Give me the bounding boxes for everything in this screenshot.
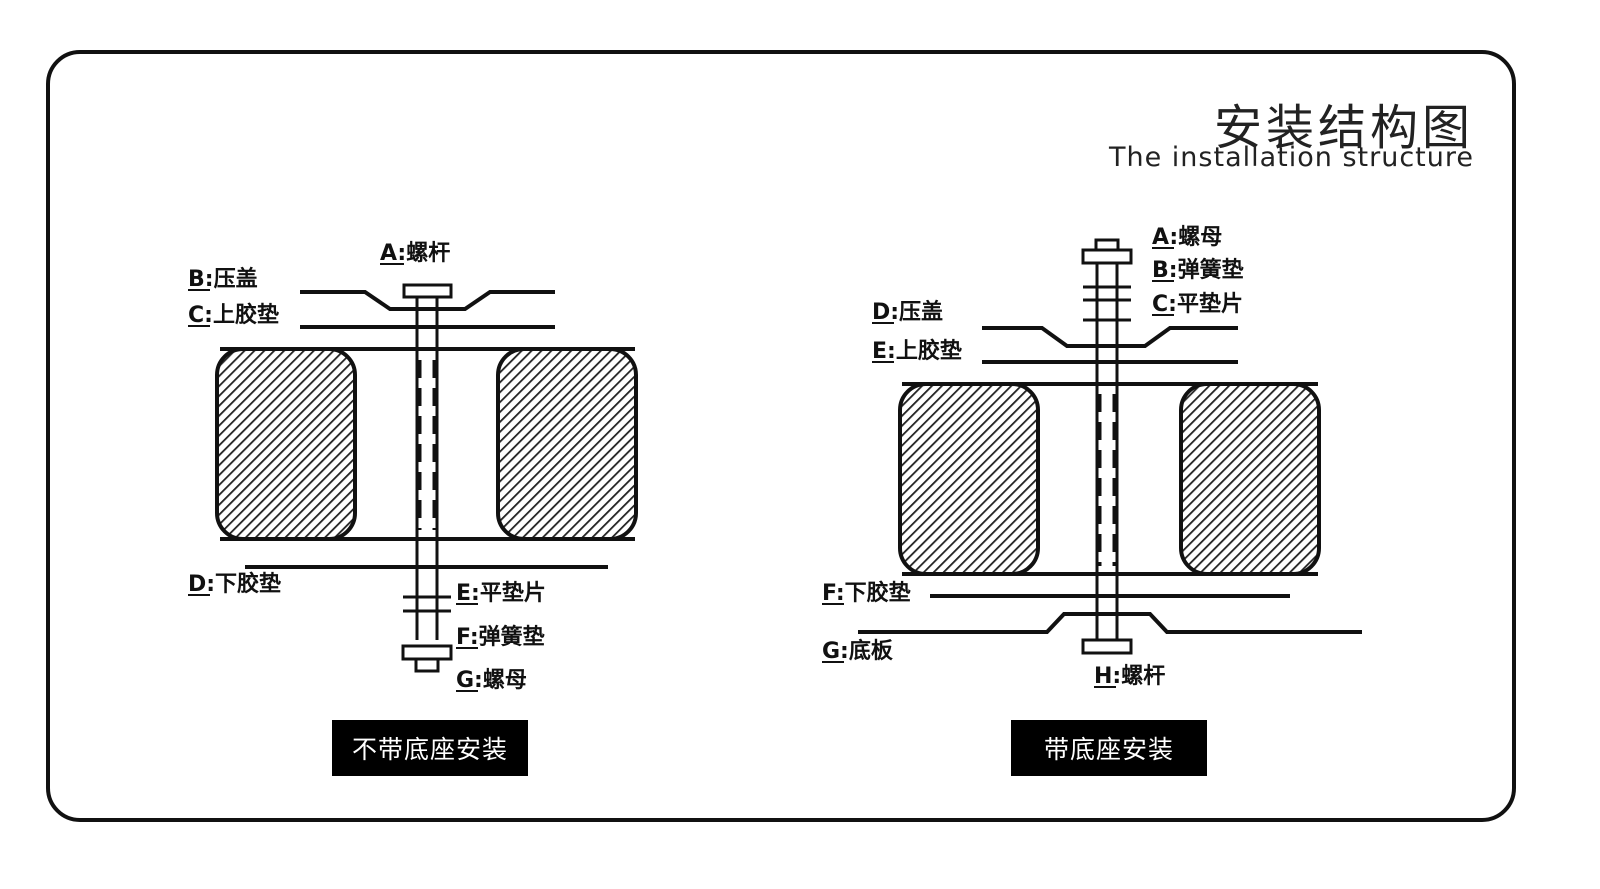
right-base-plate (858, 612, 1362, 634)
title-english: The installation structure (1109, 142, 1474, 173)
caption-with-base: 带底座安装 (1011, 720, 1207, 776)
left-label-e: E:平垫片 (456, 580, 546, 606)
title-chinese: 安装结构图 (1213, 100, 1474, 156)
right-pressure-cap (982, 326, 1238, 348)
right-label-c: C:平垫片 (1152, 291, 1243, 317)
left-assembly: A:螺杆 B:压盖 C:上胶垫 D:下胶垫 E:平垫片 F:弹簧垫 G:螺母 (188, 241, 638, 693)
left-bolt-head (402, 283, 453, 299)
left-label-c: C:上胶垫 (188, 302, 279, 328)
right-label-b: B:弹簧垫 (1152, 257, 1244, 283)
caption-without-base: 不带底座安装 (332, 720, 528, 776)
right-rubber-block-left (898, 382, 1040, 576)
right-label-h: H:螺杆 (1094, 664, 1165, 689)
left-label-a: A:螺杆 (380, 241, 450, 266)
right-label-a: A:螺母 (1152, 225, 1222, 250)
left-label-b: B:压盖 (188, 266, 258, 292)
right-label-d: D:压盖 (872, 299, 943, 325)
left-rubber-block-left (215, 347, 357, 541)
right-label-e: E:上胶垫 (872, 338, 962, 364)
left-rubber-block-right (496, 347, 638, 541)
right-label-g: G:底板 (822, 638, 894, 664)
left-nut (401, 644, 453, 661)
right-bolt-head (1081, 638, 1133, 655)
left-label-d: D:下胶垫 (188, 571, 281, 597)
right-assembly: A:螺母 B:弹簧垫 C:平垫片 D:压盖 E:上胶垫 F:下胶垫 G:底板 H… (822, 225, 1362, 689)
right-rubber-block-right (1179, 382, 1321, 576)
right-label-f: F:下胶垫 (822, 580, 911, 606)
left-pressure-cap (300, 290, 555, 311)
left-label-f: F:弹簧垫 (456, 624, 545, 650)
left-label-g: G:螺母 (456, 668, 527, 693)
